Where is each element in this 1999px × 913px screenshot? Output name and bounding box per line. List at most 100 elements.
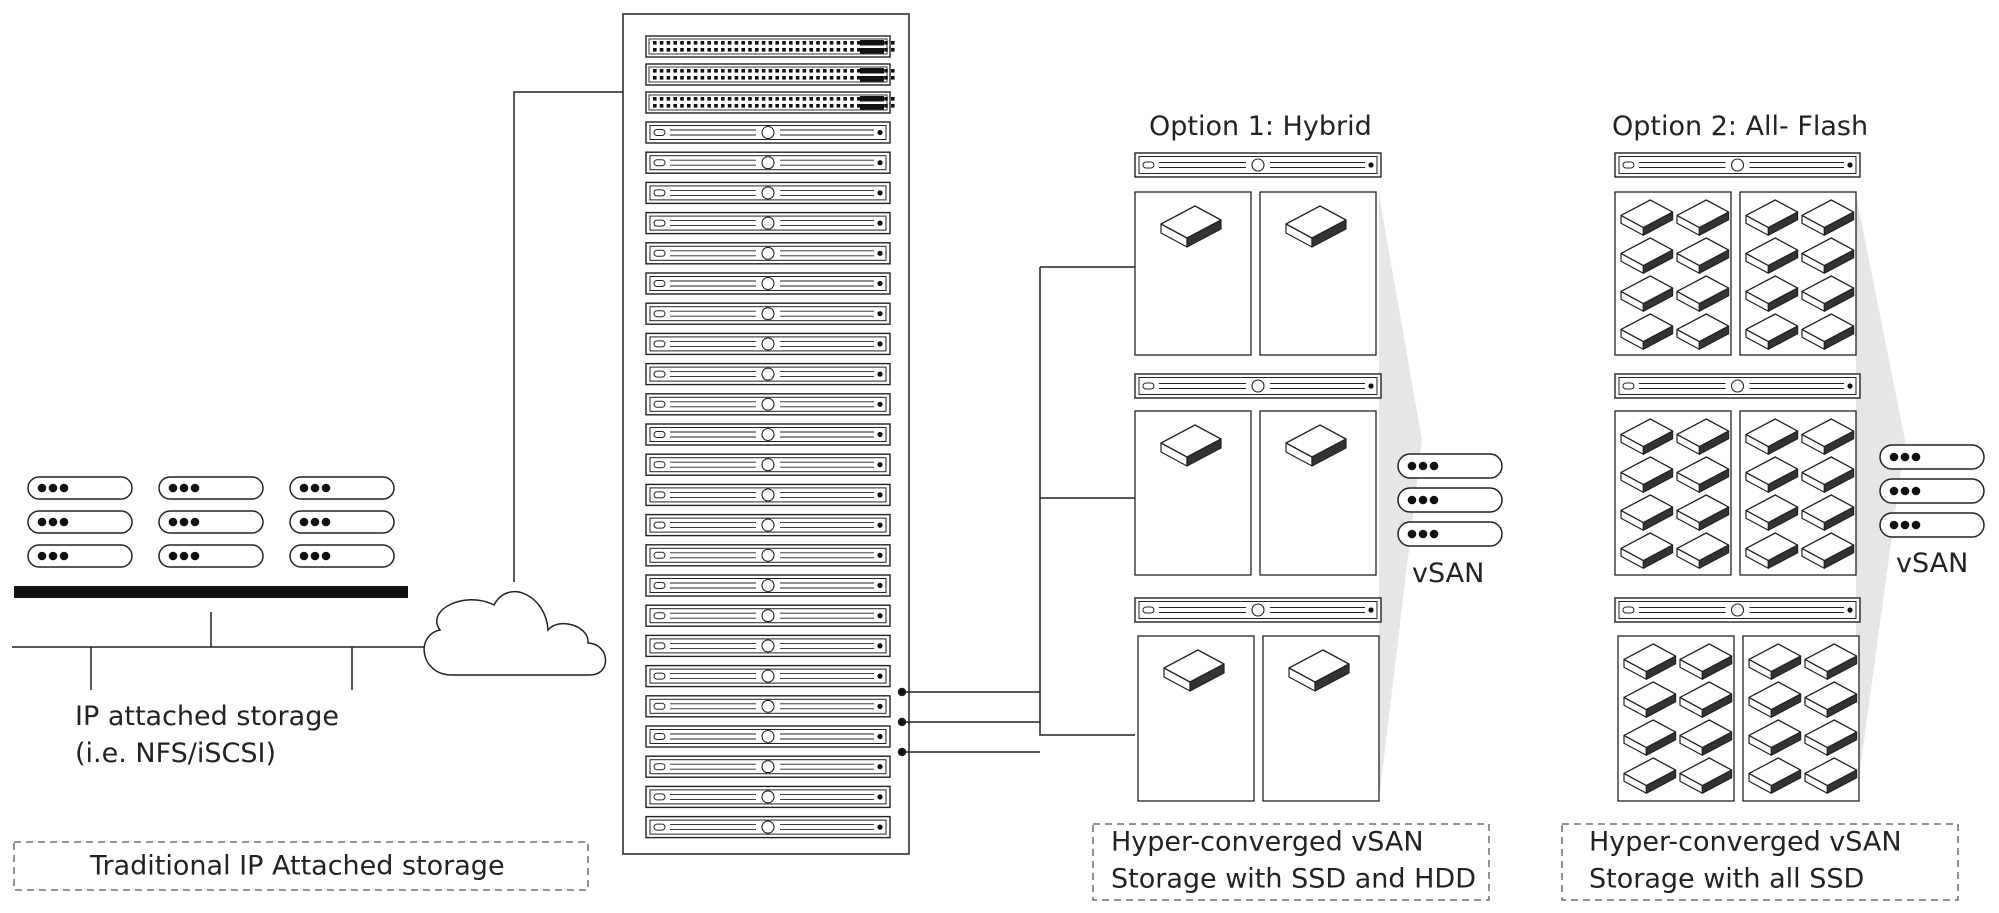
ip-storage-label-line1: IP attached storage — [75, 701, 339, 732]
option2-host-3-bay-1-drive-7 — [1623, 757, 1677, 794]
option2-vsan-label: vSAN — [1896, 548, 1968, 579]
option2-host-1-bay-2-drive-1 — [1745, 199, 1799, 236]
option1-host-2-drive-2 — [1285, 424, 1347, 467]
option1-host-2-server — [1134, 373, 1382, 399]
option2-host-2-bay-1-drive-8 — [1676, 532, 1730, 569]
option1-vsan-label: vSAN — [1412, 558, 1484, 589]
rack-server-17 — [645, 604, 891, 627]
rack-server-24 — [645, 815, 891, 839]
option2-host-1-bay-1-drive-7 — [1620, 313, 1674, 350]
option2-host-3-bay-2-drive-7 — [1748, 757, 1802, 794]
rack-server-22 — [645, 755, 891, 778]
rack-server-18 — [645, 634, 891, 658]
rack-server-9 — [645, 362, 891, 386]
option2-host-1-bay-1-drive-1 — [1620, 199, 1674, 236]
option2-host-1-bay-2-drive-3 — [1745, 237, 1799, 274]
option2-host-2-bay-2-drive-2 — [1801, 418, 1855, 455]
storage-array-2-1 — [158, 476, 264, 500]
rack-switch-3 — [645, 91, 895, 114]
option2-host-2-bay-1-drive-3 — [1620, 456, 1674, 493]
option2-host-3-bay-1-drive-8 — [1679, 757, 1733, 794]
rack-server-14 — [645, 513, 891, 537]
option2-host-2-bay-2-drive-8 — [1801, 532, 1855, 569]
storage-array-1-1 — [27, 476, 133, 500]
server-rack — [622, 13, 1135, 855]
rack-server-23 — [645, 785, 891, 809]
option2-title: Option 2: All- Flash — [1612, 111, 1868, 142]
rack-server-19 — [645, 664, 891, 688]
rack-server-16 — [645, 574, 891, 597]
ip-storage-label-line2: (i.e. NFS/iSCSI) — [75, 738, 276, 769]
option1-host-1-drive-1 — [1160, 205, 1222, 248]
option2-host-1-bay-1-drive-6 — [1676, 275, 1730, 312]
option2-host-1-bay-2-drive-8 — [1801, 313, 1855, 350]
option2-vsan-datastore — [1879, 444, 1985, 538]
option1-host-3-server — [1134, 597, 1382, 623]
option1-host-3-drive-2 — [1288, 649, 1350, 692]
option2-host-1-bay-1-drive-5 — [1620, 275, 1674, 312]
option2-host-2-bay-1-drive-4 — [1676, 456, 1730, 493]
option2-host-1-bay-2-drive-2 — [1801, 199, 1855, 236]
storage-array-3-1 — [289, 476, 395, 500]
option2-host-2-bay-1-drive-2 — [1676, 418, 1730, 455]
rack-server-10 — [645, 393, 891, 416]
option2-host-1-server — [1614, 152, 1861, 178]
traditional-section-label: Traditional IP Attached storage — [89, 851, 505, 882]
ip-network-lines — [12, 87, 637, 690]
option2-host-3-server — [1614, 597, 1861, 623]
rack-server-12 — [645, 453, 891, 476]
storage-array-1-3 — [27, 544, 133, 568]
option2-host-1-bay-1-drive-8 — [1676, 313, 1730, 350]
rack-server-6 — [645, 272, 891, 295]
option1-title: Option 1: Hybrid — [1149, 111, 1372, 142]
option2-host-2-bay-1-drive-7 — [1620, 532, 1674, 569]
storage-network-bar — [14, 586, 408, 598]
option2-vsan-disk-2 — [1879, 478, 1985, 504]
option1-hybrid-group: Option 1: Hybrid vSAN Hyper-converged vS… — [1092, 111, 1503, 901]
rack-server-3 — [645, 181, 891, 205]
option2-host-2-bay-1-drive-6 — [1676, 494, 1730, 531]
rack-switch-1 — [645, 35, 895, 58]
option1-caption-line2: Storage with SSD and HDD — [1111, 864, 1476, 895]
cloud-icon — [423, 591, 607, 676]
option2-host-1-bay-1-drive-2 — [1676, 199, 1730, 236]
option1-caption-line1: Hyper-converged vSAN — [1111, 827, 1424, 858]
storage-array-1-2 — [27, 510, 133, 534]
option1-vsan-disk-1 — [1397, 453, 1503, 479]
storage-array-3-3 — [289, 544, 395, 568]
option1-hosts — [1134, 152, 1382, 802]
storage-array-2-2 — [158, 510, 264, 534]
rack-server-15 — [645, 544, 891, 567]
option1-host-1-drive-2 — [1285, 205, 1347, 248]
traditional-storage-arrays — [27, 476, 395, 568]
option2-hosts — [1614, 152, 1861, 802]
option2-host-3-bay-1-drive-1 — [1623, 643, 1677, 680]
option2-host-1-bay-2-drive-4 — [1801, 237, 1855, 274]
rack-server-1 — [645, 121, 891, 144]
rack-server-2 — [645, 151, 891, 174]
option2-host-3-bay-1-drive-4 — [1679, 681, 1733, 718]
option2-host-2-bay-2-drive-5 — [1745, 494, 1799, 531]
rack-server-13 — [645, 483, 891, 507]
option2-host-3-bay-2-drive-1 — [1748, 643, 1802, 680]
option2-host-3-bay-1-drive-3 — [1623, 681, 1677, 718]
option1-vsan-disk-2 — [1397, 487, 1503, 513]
option1-host-3-drive-1 — [1163, 649, 1225, 692]
option2-host-2-bay-1-drive-5 — [1620, 494, 1674, 531]
rack-server-7 — [645, 302, 891, 325]
option1-host-1-server — [1134, 152, 1382, 178]
option2-host-2-server — [1614, 373, 1861, 399]
option2-host-3-bay-1-drive-6 — [1679, 719, 1733, 756]
option2-host-1-bay-1-drive-4 — [1676, 237, 1730, 274]
option2-host-1-bay-2-drive-5 — [1745, 275, 1799, 312]
storage-array-3-2 — [289, 510, 395, 534]
option2-host-2-bay-2-drive-3 — [1745, 456, 1799, 493]
option2-allflash-group: Option 2: All- Flash vSAN Hyper-converge… — [1561, 111, 1985, 901]
option2-host-2-bay-1-drive-1 — [1620, 418, 1674, 455]
option2-host-2-bay-2-drive-7 — [1745, 532, 1799, 569]
rack-server-5 — [645, 242, 891, 265]
rack-server-20 — [645, 695, 891, 718]
option1-vsan-datastore — [1397, 453, 1503, 547]
option2-host-1-bay-1-drive-3 — [1620, 237, 1674, 274]
